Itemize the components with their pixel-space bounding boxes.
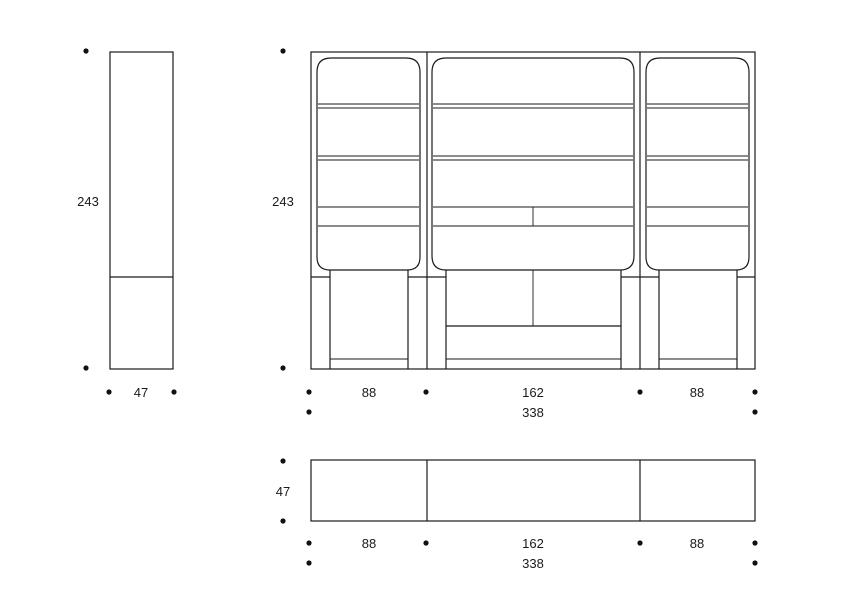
side-depth-label: 47 [134, 385, 148, 400]
front-total-width-label: 338 [522, 405, 544, 420]
front-right-width-label: 88 [690, 385, 704, 400]
dimension-marker [752, 409, 758, 415]
front-view-outline [310, 51, 756, 370]
front-height-label: 243 [272, 194, 294, 209]
top-left-width-label: 88 [362, 536, 376, 551]
dimension-marker [83, 48, 89, 54]
dimension-marker [171, 389, 177, 395]
top-center-width-label: 162 [522, 536, 544, 551]
right-glass-door [645, 57, 750, 271]
dimension-marker [106, 389, 112, 395]
side-height-label: 243 [77, 194, 99, 209]
side-view-outline [109, 51, 174, 370]
dimension-marker [83, 365, 89, 371]
center-glass-door [431, 57, 635, 271]
top-total-width-label: 338 [522, 556, 544, 571]
dimension-marker [752, 540, 758, 546]
right-section [640, 57, 755, 369]
front-center-width-label: 162 [522, 385, 544, 400]
dimension-marker [637, 389, 643, 395]
dimension-marker [752, 389, 758, 395]
dimension-marker [280, 48, 286, 54]
front-view: 243 88 162 88 338 [272, 48, 758, 420]
dimension-marker [423, 389, 429, 395]
top-view-outline [310, 459, 756, 522]
top-right-width-label: 88 [690, 536, 704, 551]
dimension-marker [280, 458, 286, 464]
dimension-marker [280, 365, 286, 371]
left-section [311, 57, 427, 369]
dimension-marker [637, 540, 643, 546]
dimension-marker [423, 540, 429, 546]
dimension-marker [752, 560, 758, 566]
front-left-width-label: 88 [362, 385, 376, 400]
center-section [427, 57, 640, 369]
dimension-marker [306, 540, 312, 546]
dimension-marker [306, 409, 312, 415]
dimension-marker [306, 389, 312, 395]
top-depth-label: 47 [276, 484, 290, 499]
dimension-marker [306, 560, 312, 566]
top-view: 47 88 162 88 338 [276, 458, 758, 571]
side-view: 243 47 [77, 48, 177, 400]
left-glass-door [316, 57, 421, 271]
dimension-marker [280, 518, 286, 524]
